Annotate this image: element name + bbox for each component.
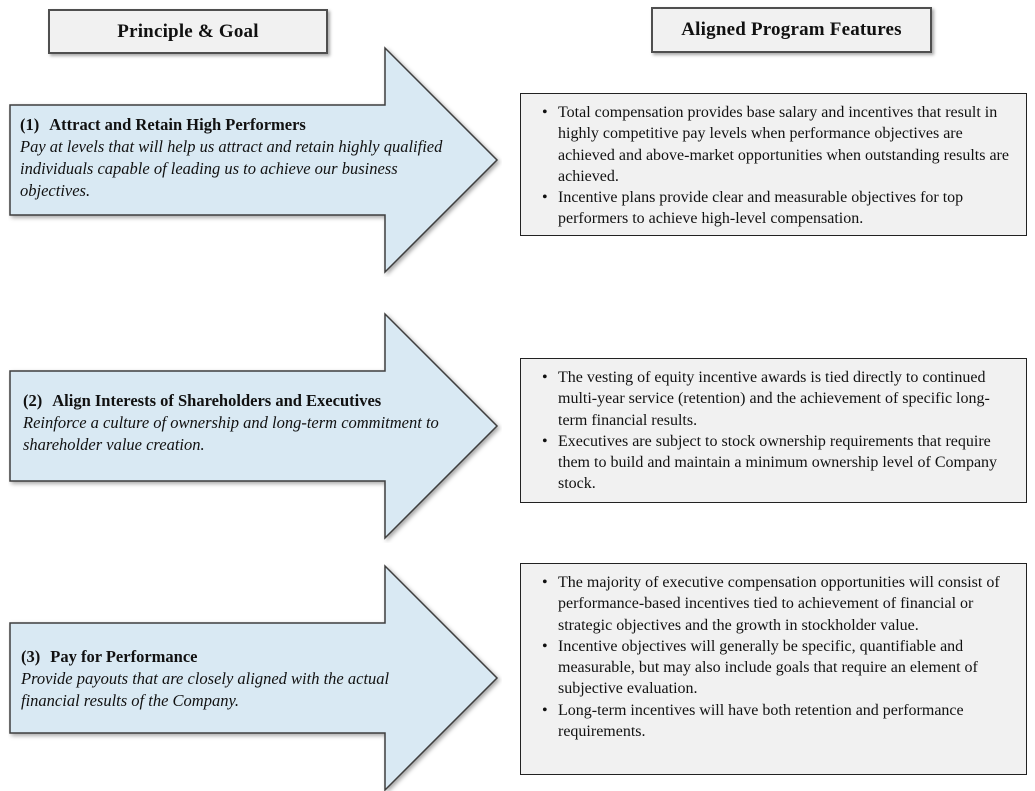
principle-1-title-label: Attract and Retain High Performers (49, 115, 306, 134)
feature-item: The majority of executive compensation o… (521, 572, 1026, 636)
feature-box-1: Total compensation provides base salary … (520, 93, 1027, 236)
aligned-program-features-header-label: Aligned Program Features (681, 19, 902, 40)
principle-3-text: (3) Pay for Performance Provide payouts t… (21, 646, 445, 712)
principle-2-title: (2) Align Interests of Shareholders and E… (23, 390, 447, 412)
feature-list-2: The vesting of equity incentive awards i… (521, 359, 1026, 501)
principle-3-title: (3) Pay for Performance (21, 646, 445, 668)
principle-2-title-label: Align Interests of Shareholders and Exec… (52, 391, 382, 410)
principle-1-description: Pay at levels that will help us attract … (20, 137, 443, 200)
principle-3-title-label: Pay for Performance (50, 647, 198, 666)
principle-2-number: (2) (23, 391, 43, 410)
principle-2-text: (2) Align Interests of Shareholders and E… (23, 390, 447, 456)
feature-list-3: The majority of executive compensation o… (521, 564, 1026, 748)
principle-3-number: (3) (21, 647, 41, 666)
principle-1-title: (1) Attract and Retain High Performers (20, 114, 444, 136)
right-arrow-shape-1 (9, 46, 499, 274)
feature-item: The vesting of equity incentive awards i… (521, 367, 1026, 431)
feature-item: Long-term incentives will have both rete… (521, 700, 1026, 743)
principle-1-number: (1) (20, 115, 40, 134)
feature-item: Total compensation provides base salary … (521, 102, 1026, 187)
feature-item: Incentive objectives will generally be s… (521, 636, 1026, 700)
aligned-program-features-header: Aligned Program Features (651, 7, 932, 53)
principle-goal-header-label: Principle & Goal (117, 20, 259, 42)
feature-list-1: Total compensation provides base salary … (521, 94, 1026, 235)
feature-item: Executives are subject to stock ownershi… (521, 431, 1026, 495)
principle-1-text: (1) Attract and Retain High Performers Pa… (20, 114, 444, 202)
feature-item: Incentive plans provide clear and measur… (521, 187, 1026, 230)
right-arrow-shape-3 (9, 564, 499, 791)
feature-box-3: The majority of executive compensation o… (520, 563, 1027, 775)
principle-goal-header: Principle & Goal (48, 9, 328, 54)
principle-3-description: Provide payouts that are closely aligned… (21, 669, 390, 710)
principle-2-description: Reinforce a culture of ownership and lon… (23, 413, 439, 454)
right-arrow-shape-2 (9, 312, 499, 540)
feature-box-2: The vesting of equity incentive awards i… (520, 358, 1027, 503)
